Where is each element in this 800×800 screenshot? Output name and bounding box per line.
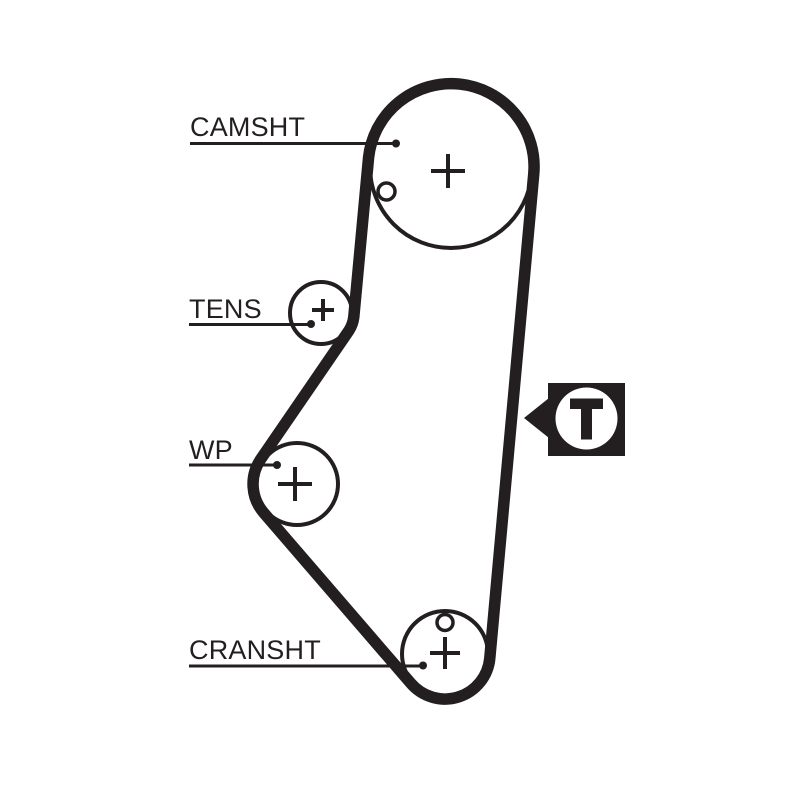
water-pump-leader-dot — [273, 461, 281, 469]
tensioner-leader-line — [189, 320, 315, 328]
tensioner-leader-dot — [307, 320, 315, 328]
left-arrow-icon — [524, 398, 549, 438]
crankshaft-timing-mark-icon — [435, 612, 455, 633]
timing-belt — [247, 77, 540, 705]
crankshaft-center-mark — [430, 637, 460, 669]
tensioner-label: TENS — [189, 294, 262, 324]
crankshaft-leader-line — [189, 661, 427, 670]
tension-letter-icon — [570, 398, 603, 440]
crankshaft-leader-dot — [419, 661, 427, 670]
camshaft-leader-dot — [392, 139, 400, 148]
camshaft-timing-mark-icon — [376, 181, 397, 202]
water-pump-center-mark — [278, 467, 312, 501]
camshaft-label: CAMSHT — [190, 112, 305, 142]
timing-index-marks — [376, 181, 455, 633]
crankshaft-label: CRANSHT — [189, 635, 321, 665]
tensioner-center-mark — [312, 299, 334, 321]
pulley-labels: CAMSHT TENS WP CRANSHT — [189, 112, 321, 665]
camshaft-center-mark — [431, 154, 465, 188]
water-pump-label: WP — [189, 435, 233, 465]
camshaft-leader-line — [190, 139, 400, 148]
tension-direction-marker: T — [524, 383, 625, 456]
leader-lines — [189, 139, 427, 670]
center-marks — [278, 154, 465, 669]
